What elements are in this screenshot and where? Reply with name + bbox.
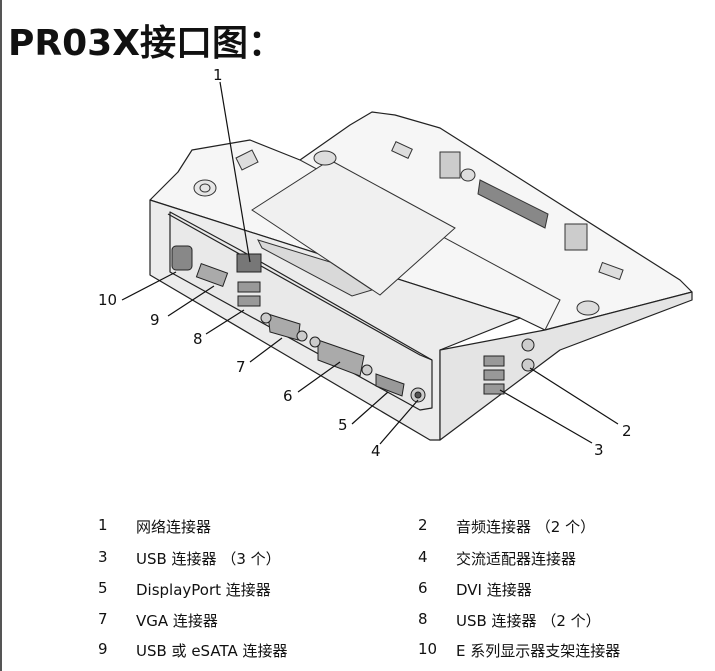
legend-number: 3 [98, 548, 108, 566]
callout-3: 3 [594, 441, 604, 459]
usb-port-bottom [237, 295, 261, 307]
callout-2: 2 [622, 422, 632, 440]
displayport-port [375, 373, 405, 397]
legend-number: 1 [98, 516, 108, 534]
usb-esata-port [195, 262, 229, 288]
connector-panel [169, 211, 433, 411]
callout-9: 9 [150, 311, 160, 329]
legend-number: 2 [418, 516, 428, 534]
callout-4: 4 [371, 442, 381, 460]
vga-port [267, 313, 301, 341]
callout-8: 8 [193, 330, 203, 348]
legend-number: 5 [98, 579, 108, 597]
legend-label: 音频连接器 （2 个） [456, 518, 596, 536]
legend-number: 9 [98, 640, 108, 658]
page-left-border [0, 0, 2, 671]
usb-port-top [237, 281, 261, 293]
legend-label: USB 或 eSATA 连接器 [136, 642, 288, 660]
callout-1: 1 [213, 66, 223, 84]
side-usb-1 [483, 355, 505, 367]
callout-5: 5 [338, 416, 348, 434]
audio-jack-1 [521, 338, 535, 352]
callout-10: 10 [98, 291, 117, 309]
legend-number: 8 [418, 610, 428, 628]
legend-number: 4 [418, 548, 428, 566]
legend-number: 10 [418, 640, 438, 658]
legend-label: VGA 连接器 [136, 612, 218, 630]
side-usb-3 [483, 383, 505, 395]
callout-7: 7 [236, 358, 246, 376]
stand-connector [171, 245, 193, 271]
page-title: PR03X接口图： [8, 23, 284, 64]
legend-number: 6 [418, 579, 428, 597]
legend-label: 网络连接器 [136, 518, 212, 536]
legend-label: E 系列显示器支架连接器 [456, 642, 621, 660]
legend-label: USB 连接器 （3 个） [136, 550, 281, 568]
legend-label: DVI 连接器 [456, 581, 532, 599]
dock-diagram: 1 2 3 4 5 6 7 8 9 10 [98, 66, 693, 460]
callout-6: 6 [283, 387, 293, 405]
legend-label: DisplayPort 连接器 [136, 581, 271, 599]
legend-label: USB 连接器 （2 个） [456, 612, 601, 630]
legend-label: 交流适配器连接器 [456, 550, 577, 568]
dvi-port [317, 339, 365, 377]
legend-number: 7 [98, 610, 108, 628]
side-usb-2 [483, 369, 505, 381]
